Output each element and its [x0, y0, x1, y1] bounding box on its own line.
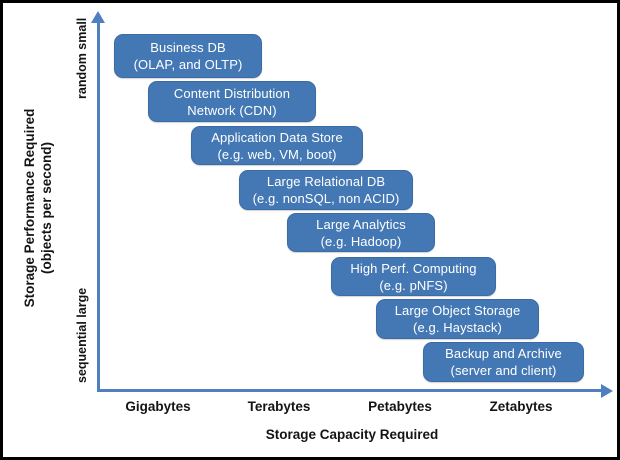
workload-box-label-secondary: (e.g. pNFS): [379, 277, 448, 293]
workload-box-high-perf-computing[interactable]: High Perf. Computing(e.g. pNFS): [331, 257, 496, 296]
workload-box-large-analytics[interactable]: Large Analytics(e.g. Hadoop): [287, 213, 435, 252]
workload-box-label-primary: Backup and Archive: [445, 346, 562, 361]
workload-box-label-secondary: (e.g. web, VM, boot): [217, 146, 337, 162]
workload-box-label-primary: Large Analytics: [316, 216, 406, 232]
y-axis-bottom-annotation: sequential large: [75, 287, 89, 383]
x-axis-tick-gigabytes: Gigabytes: [125, 399, 191, 414]
y-axis-arrow-icon: [91, 11, 105, 23]
x-axis-tick-petabytes: Petabytes: [368, 399, 432, 414]
workload-box-label-secondary: (OLAP, and OLTP): [133, 57, 243, 72]
workload-box-label-secondary: (e.g. Hadoop): [320, 233, 402, 249]
workload-box-label-primary: Large Relational DB: [266, 174, 386, 189]
x-axis-tick-zetabytes: Zetabytes: [489, 399, 553, 414]
workload-box-label-primary: Large Object Storage: [394, 303, 521, 318]
workload-box-label-secondary: (e.g. nonSQL, non ACID): [252, 191, 400, 206]
workload-box-label-secondary: (server and client): [450, 363, 557, 378]
y-axis-title-line2: (objects per second): [39, 141, 54, 275]
y-axis-title: Storage Performance Required (objects pe…: [21, 83, 55, 333]
workload-box-label-secondary: Network (CDN): [187, 102, 277, 118]
x-axis-arrow-icon: [601, 384, 613, 398]
workload-box-label-primary: High Perf. Computing: [350, 260, 477, 276]
workload-box-label-primary: Application Data Store: [211, 129, 343, 145]
workload-box-application-data-store[interactable]: Application Data Store(e.g. web, VM, boo…: [191, 126, 363, 165]
workload-box-label-secondary: (e.g. Haystack): [413, 320, 502, 335]
x-axis-line: [97, 389, 605, 392]
x-axis-tick-terabytes: Terabytes: [247, 399, 311, 414]
workload-box-backup-and-archive[interactable]: Backup and Archive (server and client): [423, 342, 584, 382]
workload-box-large-object-storage[interactable]: Large Object Storage (e.g. Haystack): [376, 299, 539, 339]
x-axis-title: Storage Capacity Required: [265, 427, 439, 442]
workload-box-business-db[interactable]: Business DB (OLAP, and OLTP): [114, 34, 262, 78]
workload-box-label-primary: Content Distribution: [173, 85, 291, 101]
y-axis-line: [97, 21, 100, 392]
y-axis-title-line1: Storage Performance Required: [22, 108, 37, 308]
workload-box-large-relational-db[interactable]: Large Relational DB (e.g. nonSQL, non ACI…: [239, 170, 413, 210]
y-axis-top-annotation: random small: [75, 17, 89, 99]
workload-box-label-primary: Business DB: [150, 40, 226, 55]
